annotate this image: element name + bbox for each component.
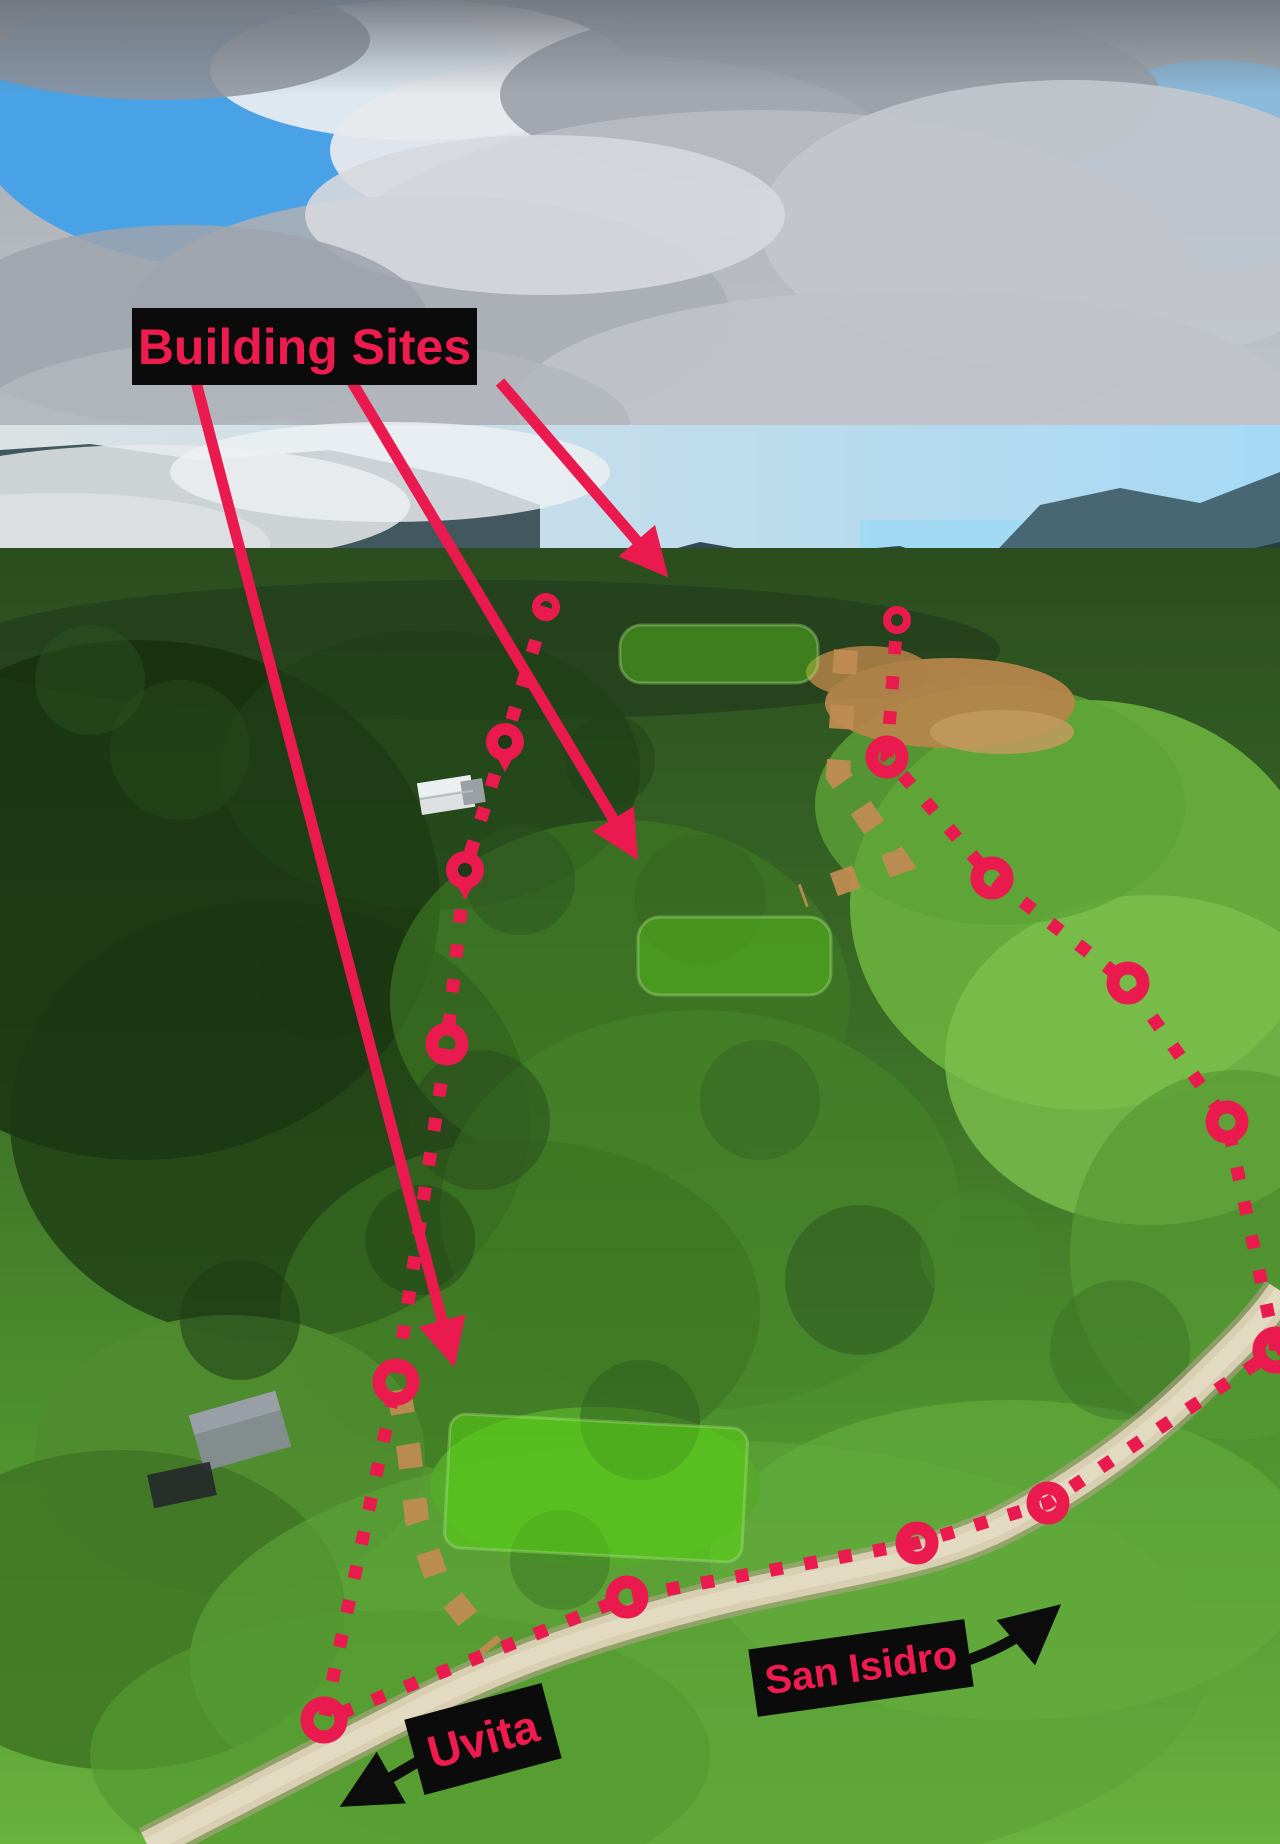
boundary-marker-icon — [425, 1022, 469, 1066]
boundary-marker-icon — [895, 1521, 939, 1565]
boundary-marker-icon — [372, 1358, 420, 1406]
forest — [0, 548, 1280, 1844]
building-site-arrows — [190, 378, 669, 1368]
access-trail-upper — [797, 649, 917, 908]
location-pin-icon — [486, 723, 524, 772]
building-site-overlay-3 — [443, 1412, 749, 1564]
tarp-structures — [147, 1390, 292, 1509]
site-arrow-2 — [347, 379, 638, 861]
house — [416, 774, 486, 816]
boundary-marker-icon — [1252, 1326, 1280, 1374]
boundary-marker-icon — [970, 856, 1014, 900]
building-sites-label: Building Sites — [132, 308, 477, 385]
building-site-overlay-2 — [636, 915, 833, 997]
building-site-overlay-1 — [618, 623, 820, 685]
location-pin-icon — [446, 851, 484, 900]
site-arrow-1 — [495, 378, 669, 578]
boundary-marker-icon — [300, 1696, 348, 1744]
boundary-start-icon — [532, 593, 560, 621]
property-boundary-line — [315, 605, 1280, 1731]
boundary-markers — [300, 593, 1280, 1744]
san-isidro-direction-arrow — [960, 1604, 1062, 1668]
access-trail-lower — [387, 1388, 502, 1656]
site-arrow-3 — [190, 380, 466, 1368]
boundary-marker-icon — [865, 735, 909, 779]
gravel-road — [138, 1280, 1280, 1844]
boundary-marker-icon — [1026, 1481, 1070, 1525]
boundary-marker-icon — [605, 1575, 649, 1619]
boundary-marker-icon — [1205, 1100, 1249, 1144]
boundary-start-icon — [883, 606, 911, 634]
boundary-marker-icon — [1106, 961, 1150, 1005]
